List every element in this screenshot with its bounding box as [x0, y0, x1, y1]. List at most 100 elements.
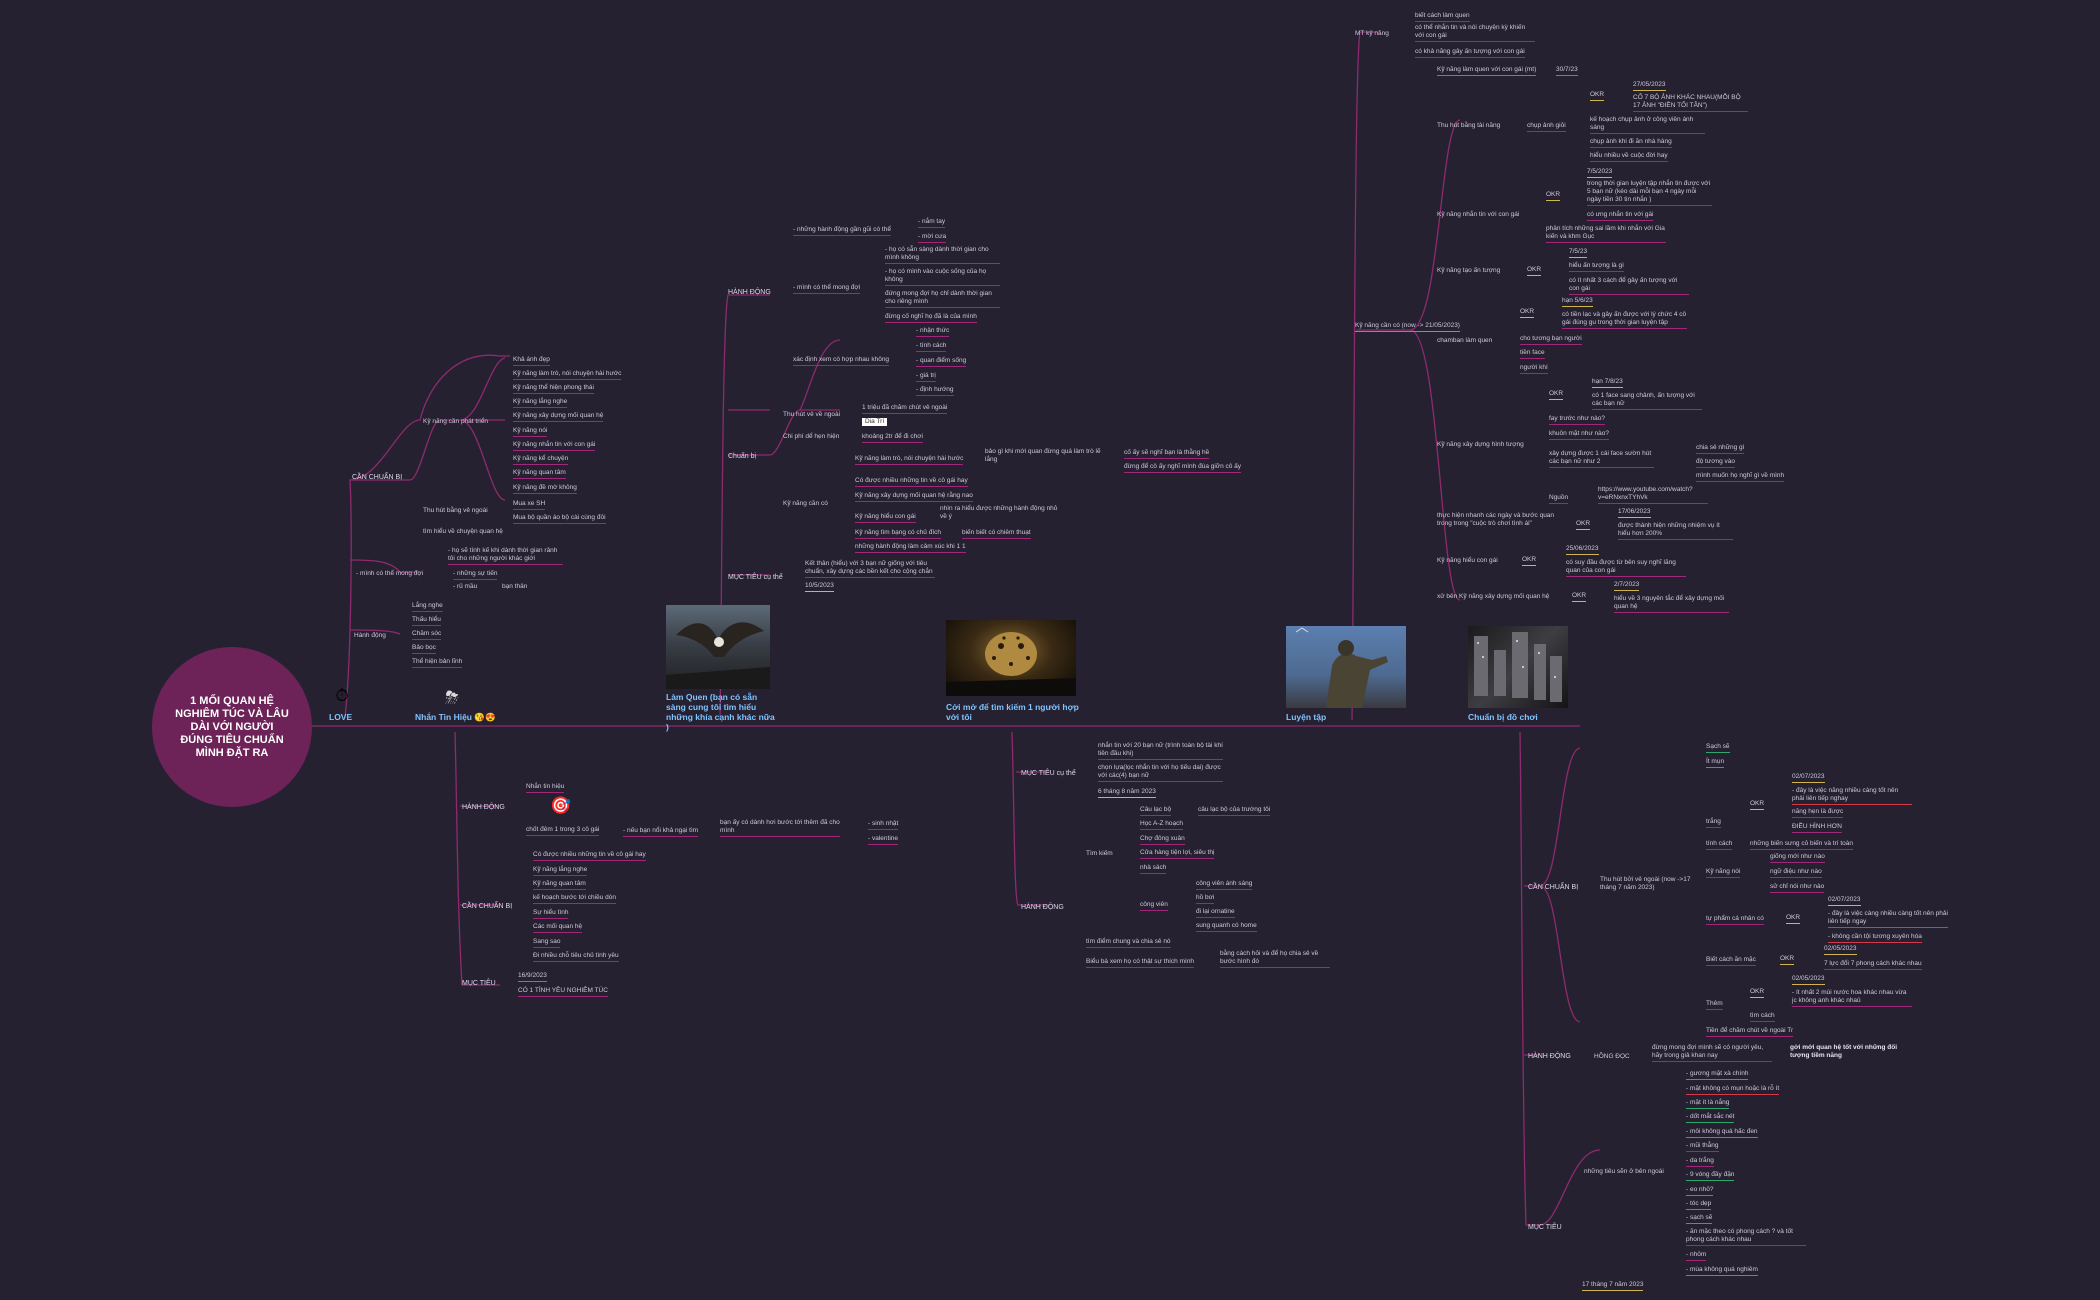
love-skill[interactable]: Kỹ năng xây dựng mối quan hệ [513, 412, 604, 422]
lamquen-skill[interactable]: Kỹ năng hiểu con gái [855, 513, 916, 523]
chuanbi-item[interactable]: tính cách [1706, 840, 1733, 850]
luyentap-lam-quen-item[interactable]: cho tương bạn người [1520, 335, 1582, 345]
luyentap-okr[interactable]: OKR [1527, 266, 1542, 276]
nhantin-item[interactable]: Kỹ năng quan tâm [533, 880, 586, 890]
love-ky-nang-label[interactable]: Kỹ năng cần phát triển [423, 418, 489, 425]
chuanbi-goi-moi[interactable]: gởi mới quan hệ tốt với những đối tượng … [1790, 1044, 1898, 1059]
lamquen-skill[interactable]: Kỹ năng làm trò, nói chuyện hài hước [855, 455, 964, 465]
chuanbi-muc-tieu[interactable]: MỤC TIÊU [1528, 1224, 1562, 1231]
luyentap-chup-item[interactable]: CỐ 7 BỘ ẢNH KHÁC NHAU(MỖI BỘ 17 ẢNH "ĐIỀ… [1633, 94, 1748, 112]
chuanbi-date-final[interactable]: 17 tháng 7 năm 2023 [1582, 1281, 1644, 1291]
chuanbi-ngoai-item[interactable]: - eo nhỏ? [1686, 1186, 1714, 1196]
love-thu-hut[interactable]: Thu hút bằng vẻ ngoài [423, 507, 488, 514]
luyentap-thuc-hien-item[interactable]: được thành hiện những nhiệm vụ ít hiểu h… [1618, 522, 1733, 540]
chuanbi-ngoai-item[interactable]: - mặt ít là nắng [1686, 1099, 1730, 1109]
luyentap-tao-date[interactable]: 7/5/23 [1569, 248, 1588, 258]
chuanbi-ngoai-item[interactable]: - sạch sẽ [1686, 1214, 1713, 1224]
lamquen-ky-nang[interactable]: Kỹ năng cần có [783, 500, 828, 507]
coimo-tim-item[interactable]: Câu lạc bộ [1140, 806, 1172, 816]
chuanbi-noi-item[interactable]: giống mới như nào [1770, 853, 1825, 863]
love-skill[interactable]: Kỹ năng quan tâm [513, 469, 566, 479]
luyentap-lam-quen-date[interactable]: 30/7/23 [1556, 66, 1578, 76]
chuanbi-hanh-dong[interactable]: HÀNH ĐỘNG [1528, 1053, 1571, 1060]
lamquen-chi-phi[interactable]: Chi phí dể hẹn hiện [783, 433, 840, 440]
lamquen-skill[interactable]: Có được nhiều những tin về cô gái hay [855, 477, 968, 487]
chuanbi-noi-item[interactable]: sử chỉ nói như nào [1770, 883, 1825, 893]
luyentap-hinh-tuong-item[interactable]: có 1 face sang chảnh, ấn tượng với các b… [1592, 392, 1702, 410]
luyentap-nguon[interactable]: Nguồn [1549, 494, 1569, 504]
nhantin-chot-dem[interactable]: chốt đêm 1 trong 3 cô gái [526, 826, 600, 836]
coimo-cong-vien-item[interactable]: hồ bơi [1196, 894, 1215, 904]
chuanbi-pham-item[interactable]: - đây là việc càng nhiều càng tốt nên ph… [1828, 910, 1948, 928]
luyentap-mt-item[interactable]: biết cách làm quen [1415, 12, 1470, 22]
coimo-tim-kiem[interactable]: Tìm kiếm [1086, 850, 1113, 857]
chuanbi-ngoai-item[interactable]: - mặt không có mụn hoặc là rỗ ít [1686, 1085, 1780, 1095]
luyentap-okr[interactable]: OKR [1549, 390, 1564, 400]
topic-chuan-bi-do-choi[interactable]: Chuẩn bị đồ chơi [1468, 712, 1538, 722]
luyentap-mt-item[interactable]: có khả năng gây ấn tượng với con gái [1415, 48, 1525, 58]
lamquen-xac-dinh-item[interactable]: - nhận thức [916, 327, 950, 337]
nhantin-hanh-dong[interactable]: HÀNH ĐỘNG [462, 804, 505, 811]
love-skill[interactable]: Kỹ năng thể hiện phong thái [513, 384, 594, 394]
love-hanh-dong-item[interactable]: Thể hiện bản lĩnh [412, 658, 463, 668]
nhantin-nhan-tin-hieu[interactable]: Nhắn tin hiệu [526, 783, 565, 793]
chuanbi-ngoai-item[interactable]: - gương mặt xà chính [1686, 1070, 1749, 1080]
luyentap-hieu-con-gai[interactable]: Kỹ năng hiểu con gái [1437, 557, 1498, 564]
lamquen-dia-tri-badge[interactable]: Dia Trí [862, 418, 888, 426]
lamquen-gan-gui[interactable]: - những hành động gần gũi có thể [793, 226, 891, 236]
lamquen-muc-tieu-item[interactable]: Kết thân (hiểu) với 3 bạn nữ giống với t… [805, 560, 935, 578]
love-skill[interactable]: Kỹ năng lắng nghe [513, 398, 568, 408]
luyentap-thuc-hien-date[interactable]: 17/06/2023 [1618, 508, 1651, 518]
topic-nhan-tin[interactable]: Nhắn Tin Hiệu 😘😍 [415, 712, 496, 722]
coimo-tim-item[interactable]: Chợ đông xuân [1140, 835, 1185, 845]
chuanbi-tim-cach[interactable]: tìm cách [1750, 1012, 1775, 1022]
nhantin-muc-tieu-item[interactable]: CÓ 1 TÌNH YÊU NGHIÊM TÚC [518, 987, 608, 997]
love-hanh-dong-item[interactable]: Lắng nghe [412, 602, 443, 612]
luyentap-thuc-hien[interactable]: thực hiện nhanh các ngày và bước quan tr… [1437, 512, 1555, 527]
coimo-muc-tieu-item[interactable]: nhắn tin với 20 bạn nữ (trình toàn bộ tà… [1098, 742, 1223, 760]
luyentap-xay-item[interactable]: hiểu về 3 nguyên tắc để xây dựng mối qua… [1614, 595, 1729, 613]
chuanbi-date[interactable]: 02/07/2023 [1792, 773, 1825, 783]
chuanbi-them-item[interactable]: - ít nhất 2 mùi nước hoa khác nhau vừa j… [1792, 989, 1912, 1007]
love-hanh-dong-item[interactable]: Bảo bọc [412, 644, 436, 654]
nhantin-item[interactable]: kế hoạch bước tới chiều dòn [533, 894, 616, 904]
luyentap-tao-item[interactable]: hiểu ấn tượng là gì [1569, 262, 1624, 272]
luyentap-nhan-tin-item[interactable]: phân tích những sai lầm khi nhắn với Gia… [1546, 225, 1666, 243]
luyentap-hinh-tuong-item[interactable]: độ tương vào [1696, 458, 1735, 468]
nhantin-ban-co-item[interactable]: - valentine [868, 835, 898, 845]
luyentap-nguon-link[interactable]: https://www.youtube.com/watch?v=eRNxnxTY… [1598, 486, 1708, 504]
chuanbi-okr[interactable]: OKR [1786, 914, 1801, 924]
love-ban-than[interactable]: bạn thân [502, 583, 528, 590]
chuanbi-ngoai-item[interactable]: - dốt mắt sắc nét [1686, 1113, 1735, 1123]
lamquen-chuan-bi[interactable]: Chuẩn bị [728, 453, 757, 460]
coimo-bieu-note[interactable]: bằng cách hỏi và để họ chia sẻ về bước h… [1220, 950, 1330, 968]
love-mong-doi-item[interactable]: - rủ mầu [453, 583, 478, 590]
luyentap-mt-item[interactable]: có thể nhắn tin và nói chuyện kỳ khiến v… [1415, 24, 1535, 42]
lamquen-mong-doi-item[interactable]: - họ có mình vào cuộc sống của họ không [885, 268, 1000, 286]
chuanbi-noi-item[interactable]: ngữ điệu như nào [1770, 868, 1822, 878]
chuanbi-ngoai-item[interactable]: - 9 vóng đầy đặn [1686, 1171, 1735, 1181]
lamquen-muc-tieu-date[interactable]: 10/5/2023 [805, 582, 834, 592]
topic-lam-quen[interactable]: Làm Quen (bạn có sẵn sàng cung tôi tìm h… [666, 692, 775, 732]
chuanbi-hong-doc[interactable]: HỒNG ĐỌC [1594, 1053, 1630, 1060]
lamquen-xac-dinh-item[interactable]: - tính cách [916, 342, 947, 352]
coimo-cong-vien-item[interactable]: sung quanh có home [1196, 922, 1257, 932]
luyentap-lam-quen[interactable]: Kỹ năng làm quen với con gái (mt) [1437, 66, 1537, 76]
love-hanh-dong-item[interactable]: Thấu hiểu [412, 616, 441, 626]
luyentap-okr-date[interactable]: 27/05/2023 [1633, 81, 1666, 91]
love-skill[interactable]: Kỹ năng kể chuyện [513, 455, 569, 465]
luyentap-chup-item[interactable]: kế hoạch chụp ảnh ở công viên ánh sáng [1590, 116, 1705, 134]
luyentap-thu-hut[interactable]: Thu hút bằng tài năng [1437, 122, 1501, 129]
nhantin-ban-co-item[interactable]: - sinh nhật [868, 820, 899, 830]
luyentap-nhan-tin-item[interactable]: có ưng nhắn tin với gái [1587, 211, 1654, 221]
lamquen-mong-doi-item[interactable]: - họ có sẵn sàng dành thời gian cho mình… [885, 246, 1000, 264]
chuanbi-ngoai-item[interactable]: - mùa không quá nghiêm [1686, 1266, 1758, 1276]
nhantin-item[interactable]: Có được nhiều những tin về cô gái hay [533, 851, 646, 861]
chuanbi-trang-item[interactable]: ĐIỀU HÌNH HƠN [1792, 823, 1842, 833]
lamquen-mong-doi-item[interactable]: đứng mong đợi họ chỉ dành thời gian cho … [885, 290, 1000, 308]
luyentap-okr[interactable]: OKR [1546, 191, 1561, 201]
chuanbi-item[interactable]: trắng [1706, 818, 1721, 828]
love-minh-co-the[interactable]: - mình có thể mong đợi [356, 570, 424, 577]
lamquen-skill[interactable]: Kỹ năng xây dựng mối quan hệ rằng nao [855, 492, 973, 502]
luyentap-xay-dung[interactable]: xử bên Kỹ năng xây dựng mối quan hệ [1437, 593, 1550, 600]
